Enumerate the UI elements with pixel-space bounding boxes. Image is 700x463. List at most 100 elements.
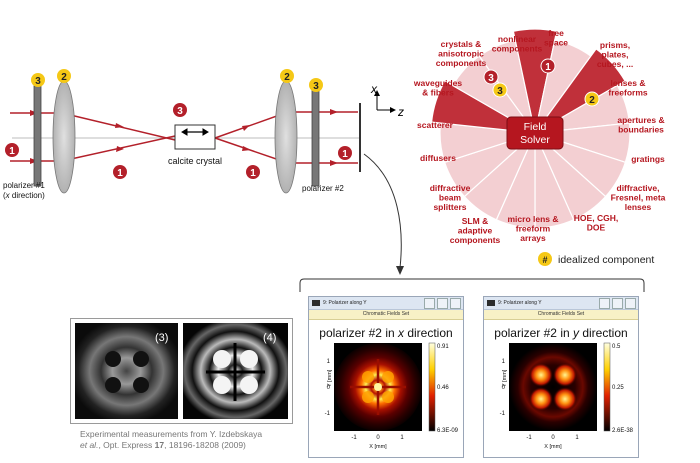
- result-window-y[interactable]: 9: Polarizer along Y Chromatic Fields Se…: [483, 296, 639, 458]
- svg-text:3: 3: [313, 81, 319, 92]
- experiment-image-3: [75, 323, 178, 419]
- window-titlebar[interactable]: 9: Polarizer along Y: [484, 297, 638, 310]
- window-app-icon: [312, 300, 320, 306]
- polarizer-2-label: polarizer #2: [302, 184, 344, 193]
- svg-text:2: 2: [61, 72, 67, 83]
- window-title: 9: Polarizer along Y: [498, 300, 542, 306]
- field-solver-box[interactable]: [506, 116, 564, 150]
- panel-brace: [299, 278, 645, 292]
- wheel-sector-label: gratings: [631, 154, 665, 164]
- svg-text:1: 1: [250, 168, 256, 179]
- x-tick-1: 1: [575, 435, 579, 441]
- wheel-sector-label: apertures &boundaries: [617, 115, 664, 135]
- wheel-sector-label: scatterer: [417, 120, 454, 130]
- x-tick-neg1: -1: [526, 435, 532, 441]
- svg-text:1: 1: [9, 146, 15, 157]
- svg-text:3: 3: [35, 76, 41, 87]
- colorbar-mid: 0.46: [437, 385, 449, 391]
- y-tick-neg1: -1: [325, 411, 331, 417]
- colorbar: [603, 342, 611, 432]
- connector-arrowhead: [396, 266, 404, 275]
- legend-marker-symbol: #: [542, 255, 547, 265]
- wheel-markers: 3 3 1 2: [483, 58, 600, 107]
- axis-x-label: x: [370, 82, 378, 96]
- maximize-button[interactable]: [612, 298, 623, 309]
- colorbar-min: 6.3E-09: [437, 428, 459, 434]
- field-solver-subtitle: Solver: [520, 134, 550, 146]
- svg-text:3: 3: [177, 106, 183, 117]
- svg-text:3: 3: [497, 86, 503, 97]
- y-tick-neg1: -1: [500, 411, 506, 417]
- colorbar-max: 0.91: [437, 344, 449, 350]
- window-subtitle: Chromatic Fields Set: [484, 310, 638, 320]
- wheel-sector-label: lenses &freeforms: [608, 78, 647, 98]
- colorbar-max: 0.5: [612, 344, 621, 350]
- field-solver-title: Field: [524, 121, 547, 133]
- connector-curve: [363, 153, 402, 269]
- window-title: 9: Polarizer along Y: [323, 300, 367, 306]
- window-subtitle: Chromatic Fields Set: [309, 310, 463, 320]
- plot-title: polarizer #2 in x direction: [319, 326, 453, 340]
- y-tick-0: 0: [502, 385, 506, 391]
- y-axis-label: Y [mm]: [502, 369, 508, 387]
- experiment-caption: Experimental measurements from Y. Izdebs…: [80, 429, 263, 450]
- x-axis-label: X [mm]: [544, 444, 562, 450]
- axis-z-label: z: [397, 105, 404, 119]
- x-tick-neg1: -1: [351, 435, 357, 441]
- marker-group: 3 2 1 3 1 1 2 3 1: [5, 69, 352, 179]
- axis-indicator: [374, 90, 396, 113]
- close-button[interactable]: [625, 298, 636, 309]
- minimize-button[interactable]: [424, 298, 435, 309]
- experiment-images: (3) (4): [75, 323, 288, 419]
- x-tick-1: 1: [400, 435, 404, 441]
- calcite-crystal-box: [174, 124, 216, 150]
- y-axis-label: Y [mm]: [327, 369, 333, 387]
- wheel-sector-label: prisms,plates,cubes, ...: [597, 40, 633, 69]
- window-titlebar[interactable]: 9: Polarizer along Y: [309, 297, 463, 310]
- maximize-button[interactable]: [437, 298, 448, 309]
- field-plot-x: 0.91 0.46 6.3E-09 Y [mm] 1 0 -1 -1 0 1 X…: [325, 342, 459, 450]
- experiment-label-3: (3): [155, 332, 168, 344]
- close-button[interactable]: [450, 298, 461, 309]
- colorbar-mid: 0.25: [612, 385, 624, 391]
- colorbar: [428, 342, 436, 432]
- svg-text:1: 1: [342, 149, 348, 160]
- wheel-sector-label: diffusers: [420, 153, 456, 163]
- result-window-x[interactable]: 9: Polarizer along Y Chromatic Fields Se…: [308, 296, 464, 458]
- svg-text:1: 1: [545, 62, 551, 73]
- experiment-figure: (3) (4): [70, 318, 293, 424]
- window-app-icon: [487, 300, 495, 306]
- field-plot-y: 0.5 0.25 2.6E-38 Y [mm] 1 0 -1 -1 0 1 X …: [500, 342, 634, 450]
- wheel-sector[interactable]: [534, 48, 626, 134]
- wheel-sector[interactable]: [512, 28, 558, 134]
- crystal-label: calcite crystal: [168, 156, 222, 166]
- svg-text:1: 1: [117, 168, 123, 179]
- x-tick-0: 0: [551, 435, 555, 441]
- x-tick-0: 0: [376, 435, 380, 441]
- wheel-sector[interactable]: [451, 55, 536, 134]
- experiment-label-4: (4): [263, 332, 276, 344]
- polarizer-1-label: polarizer #1: [3, 181, 45, 190]
- x-axis-label: X [mm]: [369, 444, 387, 450]
- y-tick-0: 0: [327, 385, 331, 391]
- svg-text:2: 2: [589, 95, 595, 106]
- minimize-button[interactable]: [599, 298, 610, 309]
- svg-text:2: 2: [284, 72, 290, 83]
- y-tick-1: 1: [502, 359, 506, 365]
- polarizer-1-direction: (x direction): [3, 191, 45, 200]
- y-tick-1: 1: [327, 359, 331, 365]
- wheel-sector-label: waveguides& fibers: [413, 78, 462, 98]
- svg-text:3: 3: [488, 73, 494, 84]
- plot-title: polarizer #2 in y direction: [494, 326, 628, 340]
- legend-label: idealized component: [558, 254, 654, 266]
- colorbar-min: 2.6E-38: [612, 428, 634, 434]
- wheel-sector-label: HOE, CGH,DOE: [574, 213, 618, 233]
